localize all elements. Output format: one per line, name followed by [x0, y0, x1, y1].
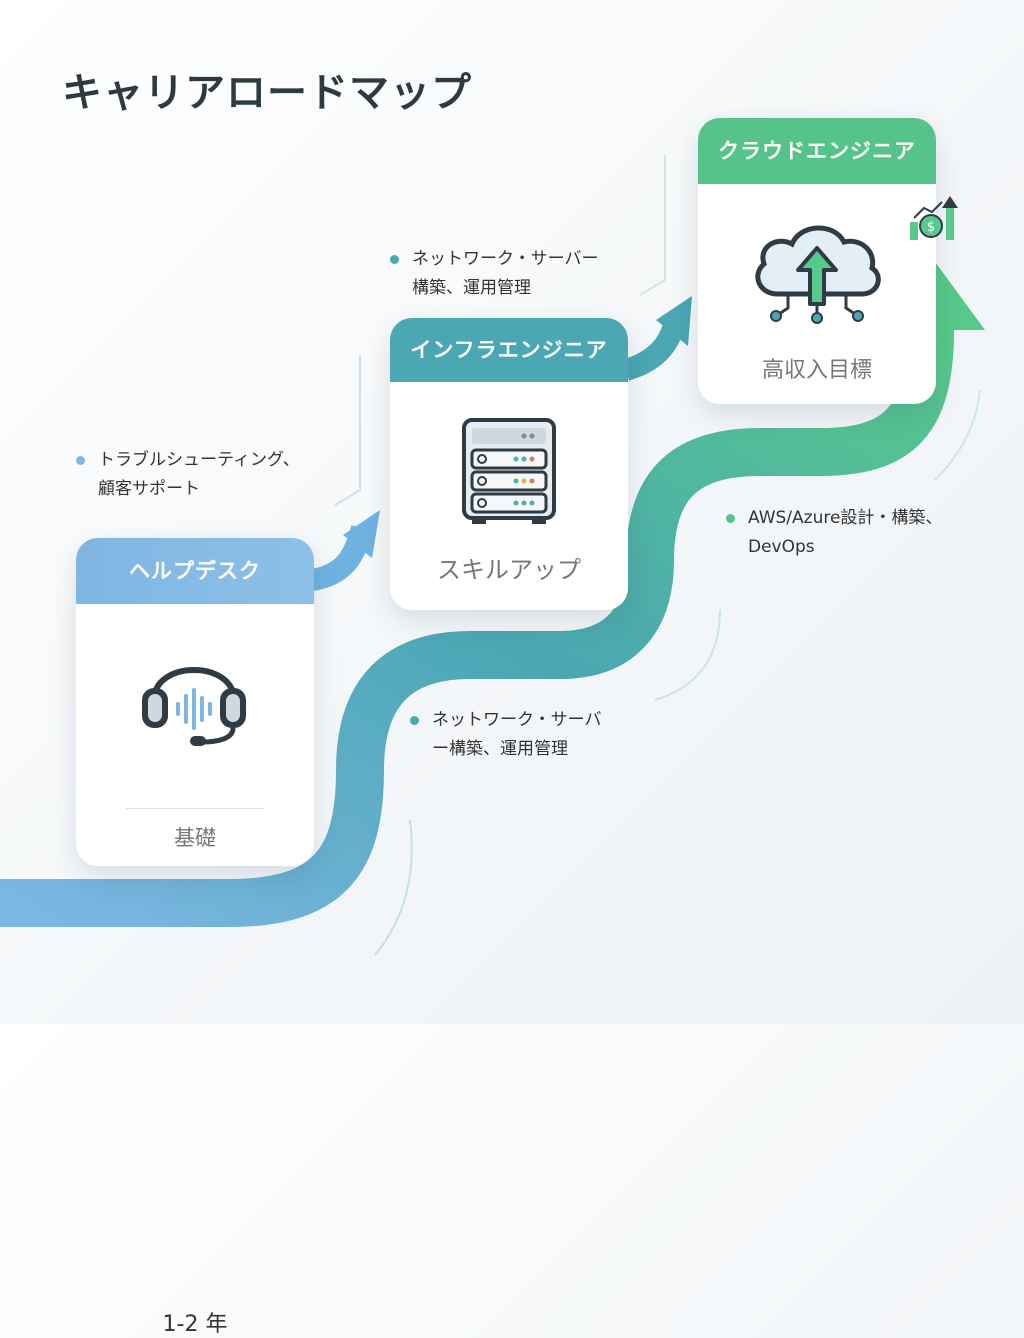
guide-line — [934, 389, 981, 481]
note-line: AWS/Azure設計・構築、 — [748, 508, 943, 528]
stage-card-cloud: クラウドエンジニア 高収入目標 — [698, 118, 936, 404]
note-line: トラブルシューティング、 — [98, 450, 300, 470]
guide-line — [654, 609, 721, 701]
note-line: ネットワーク・サーバ — [432, 710, 602, 730]
note-line: 構築、運用管理 — [412, 278, 531, 298]
guide-line — [639, 155, 666, 296]
stage-title: クラウドエンジニア — [698, 118, 936, 184]
stage-card-helpdesk: ヘルプデスク 1-2 年 基礎 — [76, 538, 314, 1337]
money-growth-icon: $ — [910, 196, 958, 240]
bullet-dot — [390, 255, 399, 264]
note-line: 顧客サポート — [98, 479, 200, 499]
stage-years: 1-2 年 — [162, 1312, 228, 1337]
note-cloud: AWS/Azure設計・構築、 DevOps — [726, 504, 942, 562]
stage-label: 高収入目標 — [761, 358, 872, 383]
stage-label: 基礎 — [174, 826, 216, 850]
note-line: ー構築、運用管理 — [432, 739, 568, 759]
bullet-dot — [726, 514, 735, 523]
stage-card-infra: インフラエンジニア スキルアップ — [390, 318, 628, 610]
divider — [126, 808, 264, 809]
guide-line — [374, 819, 413, 956]
bullet-dot — [410, 716, 419, 725]
server-icon — [462, 418, 556, 524]
connector-arrow-head — [343, 510, 380, 558]
note-line: ネットワーク・サーバー — [412, 249, 599, 269]
headset-icon — [142, 667, 246, 746]
note-infra: ネットワーク・サーバー 構築、運用管理 — [390, 245, 599, 303]
bullet-dot — [76, 456, 85, 465]
stage-title: ヘルプデスク — [76, 538, 314, 604]
cloud-upload-icon — [755, 225, 881, 324]
guide-line — [334, 355, 361, 506]
note-path: ネットワーク・サーバ ー構築、運用管理 — [410, 706, 602, 764]
roadmap-canvas: キャリアロードマップ トラブルシューティング、 顧客サポート ネットワーク・サー… — [0, 70, 985, 1337]
stage-label: スキルアップ — [437, 556, 581, 584]
connector-arrow-head — [656, 296, 692, 346]
svg-text:$: $ — [927, 220, 935, 235]
note-line: DevOps — [748, 537, 815, 557]
note-helpdesk: トラブルシューティング、 顧客サポート — [76, 446, 300, 504]
stage-title: インフラエンジニア — [390, 318, 628, 382]
career-road — [0, 329, 954, 927]
page-title: キャリアロードマップ — [62, 70, 472, 116]
